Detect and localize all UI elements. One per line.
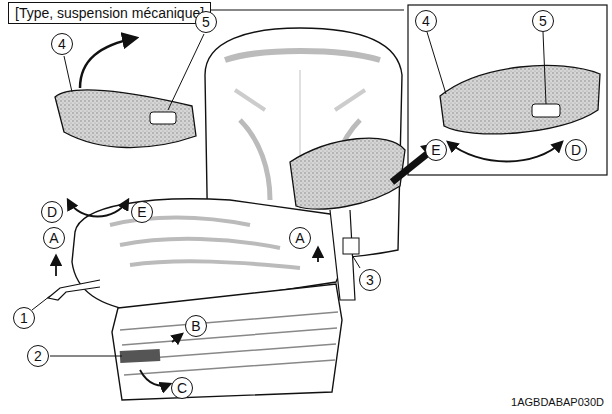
figure-code: 1AGBDABAP030D xyxy=(509,396,606,408)
callout-number: E xyxy=(425,139,447,161)
callout-number: 5 xyxy=(532,10,554,32)
callout-number: 4 xyxy=(415,10,437,32)
callout-number: A xyxy=(43,227,65,249)
callout-number: 2 xyxy=(27,345,49,367)
callout-number: B xyxy=(185,315,207,337)
figure-title: [Type, suspension mécanique] xyxy=(8,2,211,24)
callout-number: D xyxy=(565,139,587,161)
callout-number: 5 xyxy=(195,11,217,33)
callout-number: 4 xyxy=(51,33,73,55)
callout-number: A xyxy=(289,227,311,249)
callout-number: 3 xyxy=(359,269,381,291)
callout-number: E xyxy=(131,201,153,223)
callout-number: D xyxy=(41,201,63,223)
callout-number: 1 xyxy=(13,307,35,329)
callout-number: C xyxy=(171,377,193,399)
